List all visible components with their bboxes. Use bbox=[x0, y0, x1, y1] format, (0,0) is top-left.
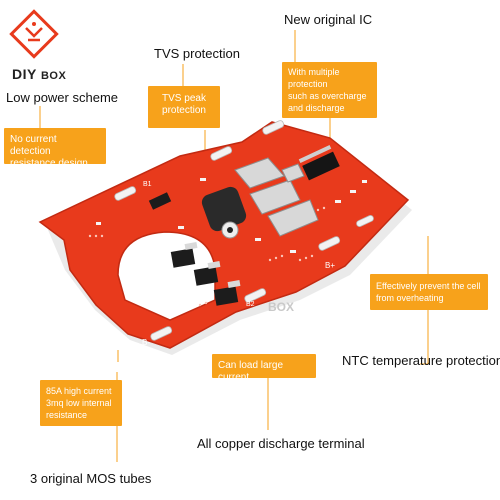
tvs-diode bbox=[148, 192, 172, 210]
heading-copper: All copper discharge terminal bbox=[197, 436, 365, 451]
board-label-b1: B1 bbox=[143, 181, 152, 188]
logo-text-diy: DIY bbox=[12, 66, 37, 82]
callout-ntc: Effectively prevent the cell from overhe… bbox=[370, 274, 488, 310]
callout-tvs: TVS peak protection bbox=[148, 86, 220, 128]
nickel-tabs bbox=[234, 157, 319, 237]
callout-mos: 85A high current 3mq low internal resist… bbox=[40, 380, 122, 426]
heading-ntc: NTC temperature protection bbox=[342, 353, 500, 368]
vias bbox=[88, 206, 326, 307]
logo-mark bbox=[9, 9, 59, 59]
protection-ic bbox=[298, 145, 340, 181]
callout-low-power: No current detection resistance design bbox=[4, 128, 106, 169]
heading-new-ic: New original IC bbox=[284, 12, 373, 27]
board-label-b-minus: B- bbox=[142, 338, 150, 347]
watermark-text: BOX bbox=[268, 300, 295, 314]
ntc-sensor bbox=[201, 186, 247, 239]
board-label-b2: B2 bbox=[246, 301, 255, 308]
board-label-b-plus: B+ bbox=[325, 261, 335, 270]
callout-load: Can load large current bbox=[212, 354, 316, 383]
logo-text-box: BOX bbox=[40, 70, 67, 82]
heading-tvs: TVS protection bbox=[154, 46, 240, 61]
heading-mos: 3 original MOS tubes bbox=[30, 471, 152, 486]
logo-text: DIY BOX bbox=[12, 66, 66, 82]
mos-tubes bbox=[170, 242, 241, 306]
terminal-pads bbox=[114, 120, 374, 341]
smd-components bbox=[96, 178, 367, 253]
callout-ic: With multiple protection such as overcha… bbox=[282, 62, 377, 118]
heading-low-power: Low power scheme bbox=[6, 90, 118, 105]
